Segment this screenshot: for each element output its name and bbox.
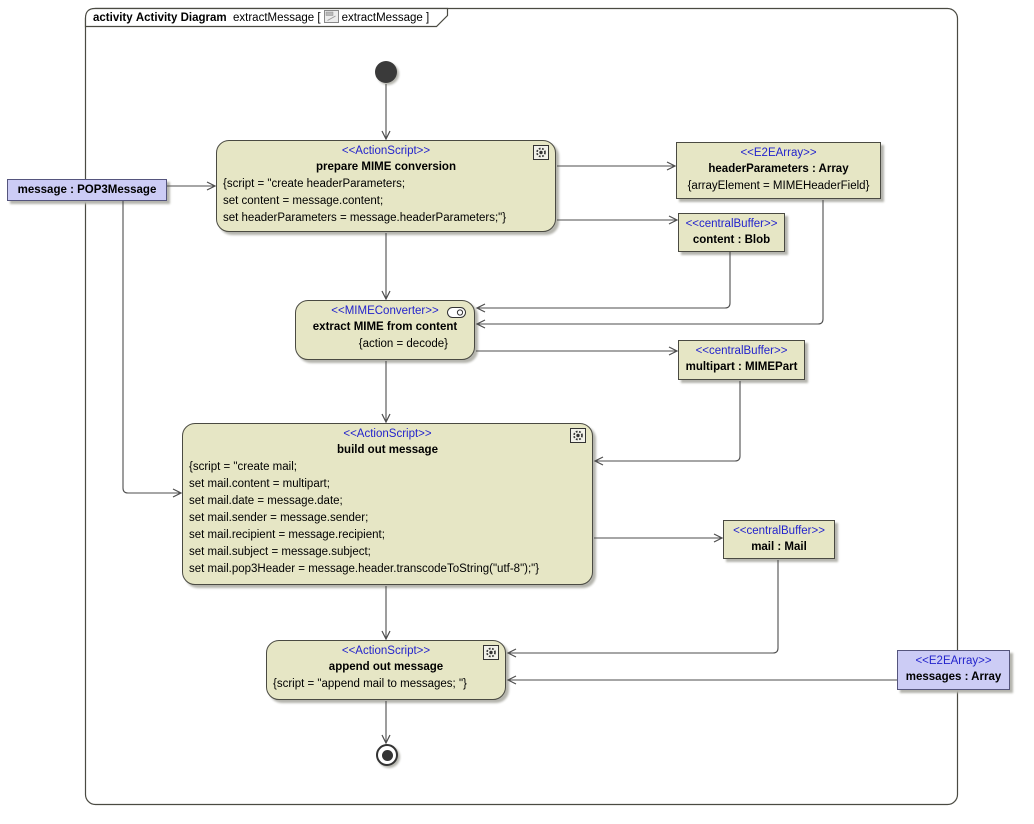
stereotype-label: <<E2EArray>> [740,147,817,159]
action-name: append out message [328,661,444,673]
constraint-line: {action = decode} [358,338,448,350]
edge-content-to-extract [475,252,731,313]
action-prepare-mime-conversion[interactable]: <<ActionScript>> prepare MIME conversion… [216,140,556,232]
object-node-header-parameters[interactable]: <<E2EArray>> headerParameters : Array {a… [676,142,881,199]
object-node-message-pop3[interactable]: message : POP3Message [7,179,167,201]
object-name: messages : Array [905,671,1002,683]
gear-icon [570,428,586,443]
stereotype-label: <<centralBuffer>> [685,218,778,230]
script-line: set mail.sender = message.sender; [189,512,369,524]
frame-bracket-close: ] [425,12,430,24]
object-node-multipart[interactable]: <<centralBuffer>> multipart : MIMEPart [678,340,805,380]
frame-keyword: activity Activity Diagram [93,12,227,24]
activity-frame-border [84,7,959,806]
action-append-out-message[interactable]: <<ActionScript>> append out message {scr… [266,640,506,700]
pill-connector-icon [447,307,466,318]
object-name: headerParameters : Array [708,163,849,175]
activity-final-dot [381,749,393,761]
stereotype-label: <<ActionScript>> [341,645,431,657]
script-line: set content = message.content; [223,195,384,207]
object-node-content-blob[interactable]: <<centralBuffer>> content : Blob [678,213,785,252]
script-line: {script = "create headerParameters; [223,178,406,190]
object-node-messages[interactable]: <<E2EArray>> messages : Array [897,650,1010,690]
diagram-thumbnail-icon [323,10,339,23]
script-line: {script = "create mail; [189,461,297,473]
constraint-line: {arrayElement = MIMEHeaderField} [687,180,870,192]
script-line: set mail.pop3Header = message.header.tra… [189,563,540,575]
frame-title: activity Activity Diagram extractMessage… [93,10,429,25]
object-name: message : POP3Message [17,184,157,196]
gear-icon [533,145,549,160]
script-line: set mail.content = multipart; [189,478,330,490]
object-name: mail : Mail [751,541,807,553]
action-name: extract MIME from content [312,321,458,333]
frame-diagram-name: extractMessage [233,12,315,24]
stereotype-label: <<ActionScript>> [341,145,431,157]
gear-icon [483,645,499,660]
activity-final-node[interactable] [376,744,398,766]
object-name: multipart : MIMEPart [685,361,798,373]
initial-node[interactable] [375,61,397,83]
action-extract-mime-from-content[interactable]: <<MIMEConverter>> extract MIME from cont… [295,300,475,360]
object-name: content : Blob [692,234,771,246]
action-build-out-message[interactable]: <<ActionScript>> build out message {scri… [182,423,593,585]
edge-message-to-build [122,201,183,498]
frame-bracket-open: [ [317,12,321,24]
action-name: build out message [337,444,438,456]
action-name: prepare MIME conversion [316,161,456,173]
edge-multipart-to-build [593,381,741,466]
stereotype-label: <<E2EArray>> [915,655,992,667]
stereotype-label: <<ActionScript>> [343,428,432,440]
stereotype-label: <<centralBuffer>> [733,525,825,537]
stereotype-label: <<centralBuffer>> [695,345,788,357]
frame-ref-name: extractMessage [341,12,423,24]
script-line: set mail.recipient = message.recipient; [189,529,385,541]
script-line: set headerParameters = message.headerPar… [223,212,507,224]
script-line: set mail.subject = message.subject; [189,546,371,558]
script-line: set mail.date = message.date; [189,495,343,507]
object-node-mail[interactable]: <<centralBuffer>> mail : Mail [723,520,835,559]
script-line: {script = "append mail to messages; "} [273,678,467,690]
